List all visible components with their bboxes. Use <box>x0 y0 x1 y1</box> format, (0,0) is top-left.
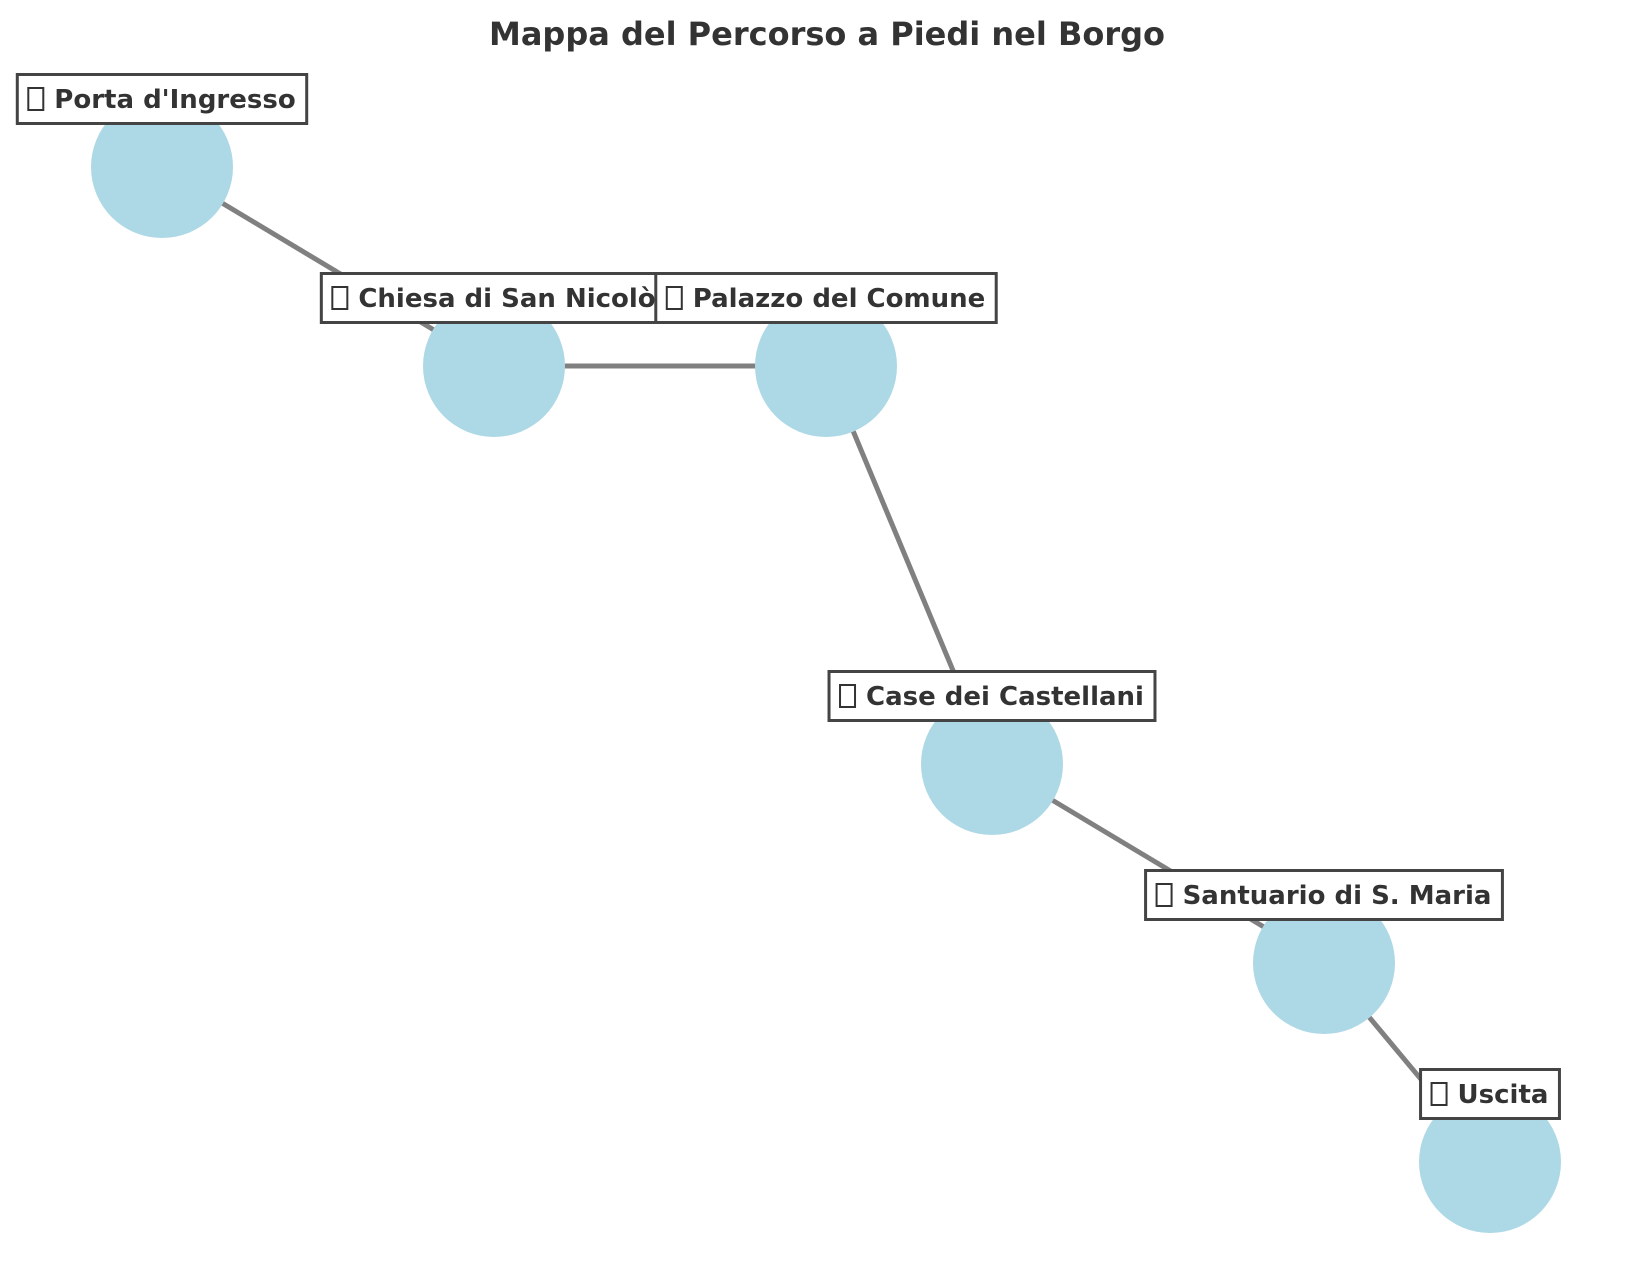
node-label-text: Santuario di S. Maria <box>1183 881 1492 911</box>
label-box <box>15 73 309 125</box>
nodes-layer <box>91 96 1561 1233</box>
label-box <box>827 670 1157 722</box>
node-label-palazzo: Palazzo del Comune <box>654 272 998 324</box>
node-palazzo <box>755 295 897 437</box>
node-label-text: Chiesa di San Nicolò <box>358 284 655 314</box>
node-label-text: Uscita <box>1458 1080 1549 1110</box>
node-label-santuario: Santuario di S. Maria <box>1144 869 1504 921</box>
node-label-uscita: Uscita <box>1419 1068 1561 1120</box>
map-title: Mappa del Percorso a Piedi nel Borgo <box>489 15 1165 53</box>
label-box <box>654 272 998 324</box>
node-santuario <box>1253 892 1395 1034</box>
label-box <box>1419 1068 1561 1120</box>
missing-glyph-icon <box>665 286 683 310</box>
node-label-text: Palazzo del Comune <box>693 284 985 314</box>
node-uscita <box>1419 1091 1561 1233</box>
node-case <box>921 693 1063 835</box>
node-label-porta: Porta d'Ingresso <box>15 73 309 125</box>
missing-glyph-icon <box>331 286 349 310</box>
missing-glyph-icon <box>1430 1082 1448 1106</box>
node-chiesa <box>423 295 565 437</box>
node-label-chiesa: Chiesa di San Nicolò <box>319 272 669 324</box>
node-label-text: Case dei Castellani <box>866 682 1144 712</box>
node-porta <box>91 96 233 238</box>
label-box <box>1144 869 1504 921</box>
node-label-text: Porta d'Ingresso <box>54 85 295 115</box>
missing-glyph-icon <box>839 684 857 708</box>
label-box <box>319 272 669 324</box>
missing-glyph-icon <box>1155 883 1173 907</box>
missing-glyph-icon <box>27 87 45 111</box>
node-label-case: Case dei Castellani <box>827 670 1157 722</box>
